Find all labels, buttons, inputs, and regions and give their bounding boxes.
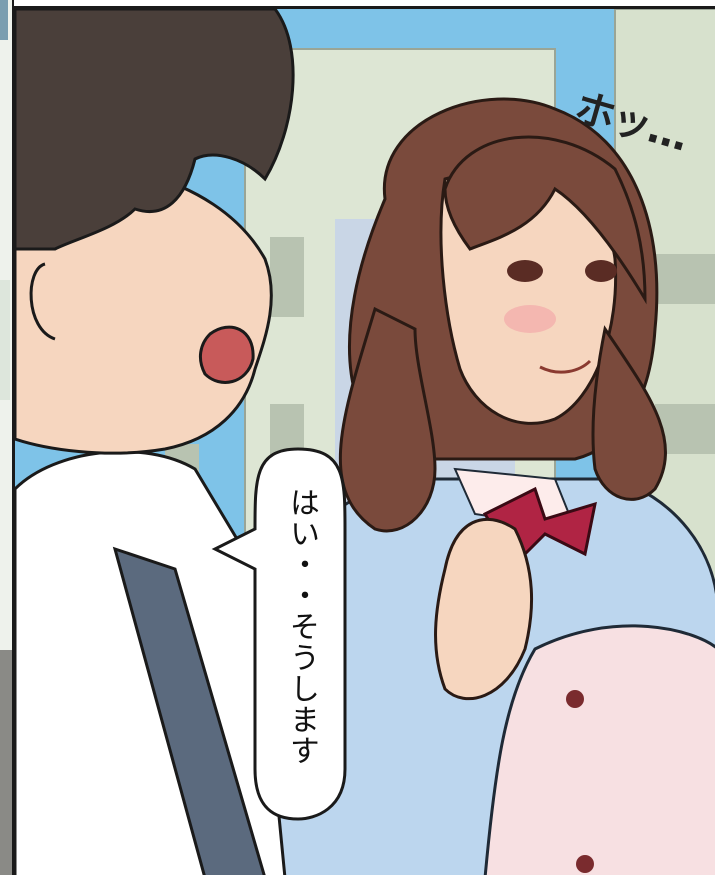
- girl-character: [263, 97, 715, 875]
- speech-bubble-text: はい・・そうします: [284, 487, 319, 766]
- panel-artwork: [15, 9, 715, 875]
- boy-character: [15, 9, 295, 875]
- comic-panel: はい・・そうします ホッ…: [12, 6, 715, 875]
- speech-bubble-shape: [211, 447, 347, 821]
